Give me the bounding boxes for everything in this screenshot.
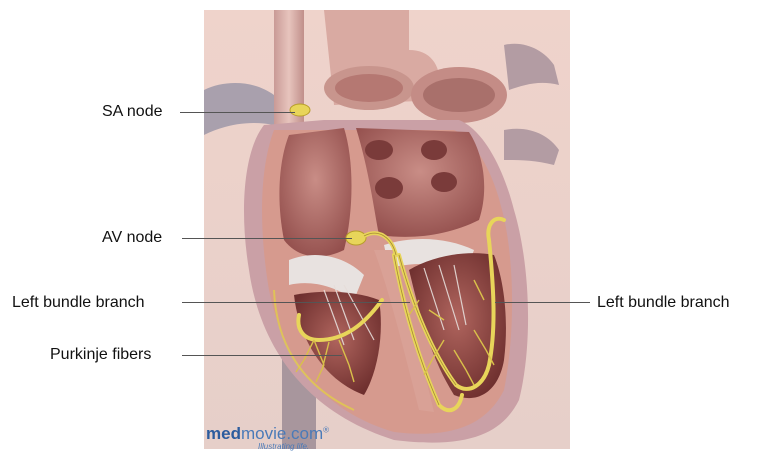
watermark-registered: ® [323,426,329,435]
left-bundle-branch-label-right: Left bundle branch [597,294,730,312]
sa-node-label: SA node [102,103,163,121]
medmovie-watermark: medmovie.com® Illustrating life. [206,424,329,444]
sa-node-leader [180,112,295,113]
left-bundle-branch-leader-right [495,302,590,303]
left-bundle-branch-label-left: Left bundle branch [12,294,145,312]
left-bundle-branch-leader-left [182,302,410,303]
watermark-brand-bold: med [206,424,241,443]
av-node-leader [182,238,352,239]
heart-illustration [204,10,570,449]
purkinje-fibers-label: Purkinje fibers [50,346,151,364]
av-node-label: AV node [102,229,162,247]
watermark-tagline: Illustrating life. [258,442,309,451]
purkinje-fibers-leader [182,355,342,356]
watermark-brand-rest: movie.com [241,424,323,443]
